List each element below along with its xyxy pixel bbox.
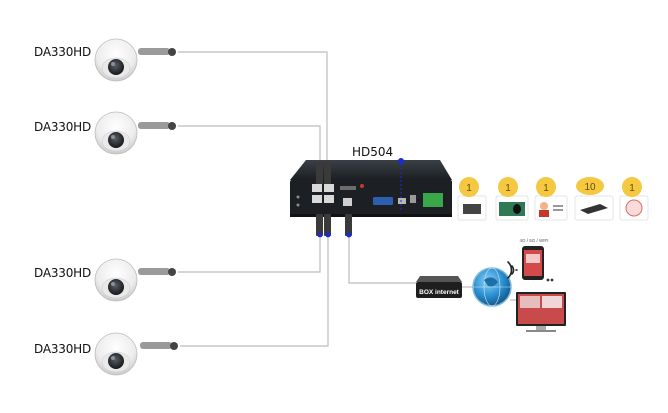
camera-2-label: DA330HD — [34, 120, 92, 134]
wifi-icon — [507, 261, 518, 279]
cable-camera-4 — [180, 238, 329, 347]
accessories: 1 1 1 10 1 — [457, 177, 649, 221]
camera-3-label: DA330HD — [34, 266, 92, 280]
hard-drive-icon — [463, 204, 481, 214]
camera-1-label: DA330HD — [34, 45, 92, 59]
remote-icon — [625, 199, 643, 217]
mouse-icon — [499, 202, 525, 216]
power-adapter-icon — [580, 204, 608, 214]
camera-4 — [94, 332, 178, 376]
accessory-count-4: 10 — [584, 182, 596, 193]
cable-nvr-router — [348, 236, 416, 284]
cable-camera-3 — [178, 238, 321, 273]
cable-camera-1 — [178, 51, 328, 162]
accessory-count-1: 1 — [466, 183, 472, 194]
nvr-device — [290, 158, 452, 217]
camera-4-label: DA330HD — [34, 342, 92, 356]
smartphone-icon: 4G / 5G / WIFI — [519, 238, 554, 282]
internet-globe-icon — [472, 267, 512, 307]
accessory-count-2: 1 — [505, 183, 511, 194]
camera-2 — [94, 111, 176, 155]
poe-ports — [312, 184, 334, 203]
router-label: BOX internet — [419, 289, 460, 296]
monitor-icon — [516, 292, 566, 332]
accessory-user-manual: 1 — [534, 177, 568, 221]
accessory-remote: 1 — [619, 177, 649, 221]
accessory-count-5: 1 — [629, 183, 635, 194]
camera-1 — [94, 38, 176, 82]
nvr-label: HD504 — [352, 145, 394, 159]
accessory-power-adapter: 10 — [574, 177, 614, 221]
router-box: BOX internet — [416, 276, 462, 298]
cable-camera-2 — [178, 125, 321, 162]
accessory-count-3: 1 — [543, 183, 549, 194]
accessory-mouse: 1 — [495, 177, 529, 221]
accessory-hard-drive: 1 — [457, 177, 487, 221]
mobile-label: 4G / 5G / WIFI — [519, 238, 548, 243]
rj45-connectors — [316, 162, 352, 238]
user-manual-icon — [540, 202, 548, 210]
camera-3 — [94, 258, 176, 302]
